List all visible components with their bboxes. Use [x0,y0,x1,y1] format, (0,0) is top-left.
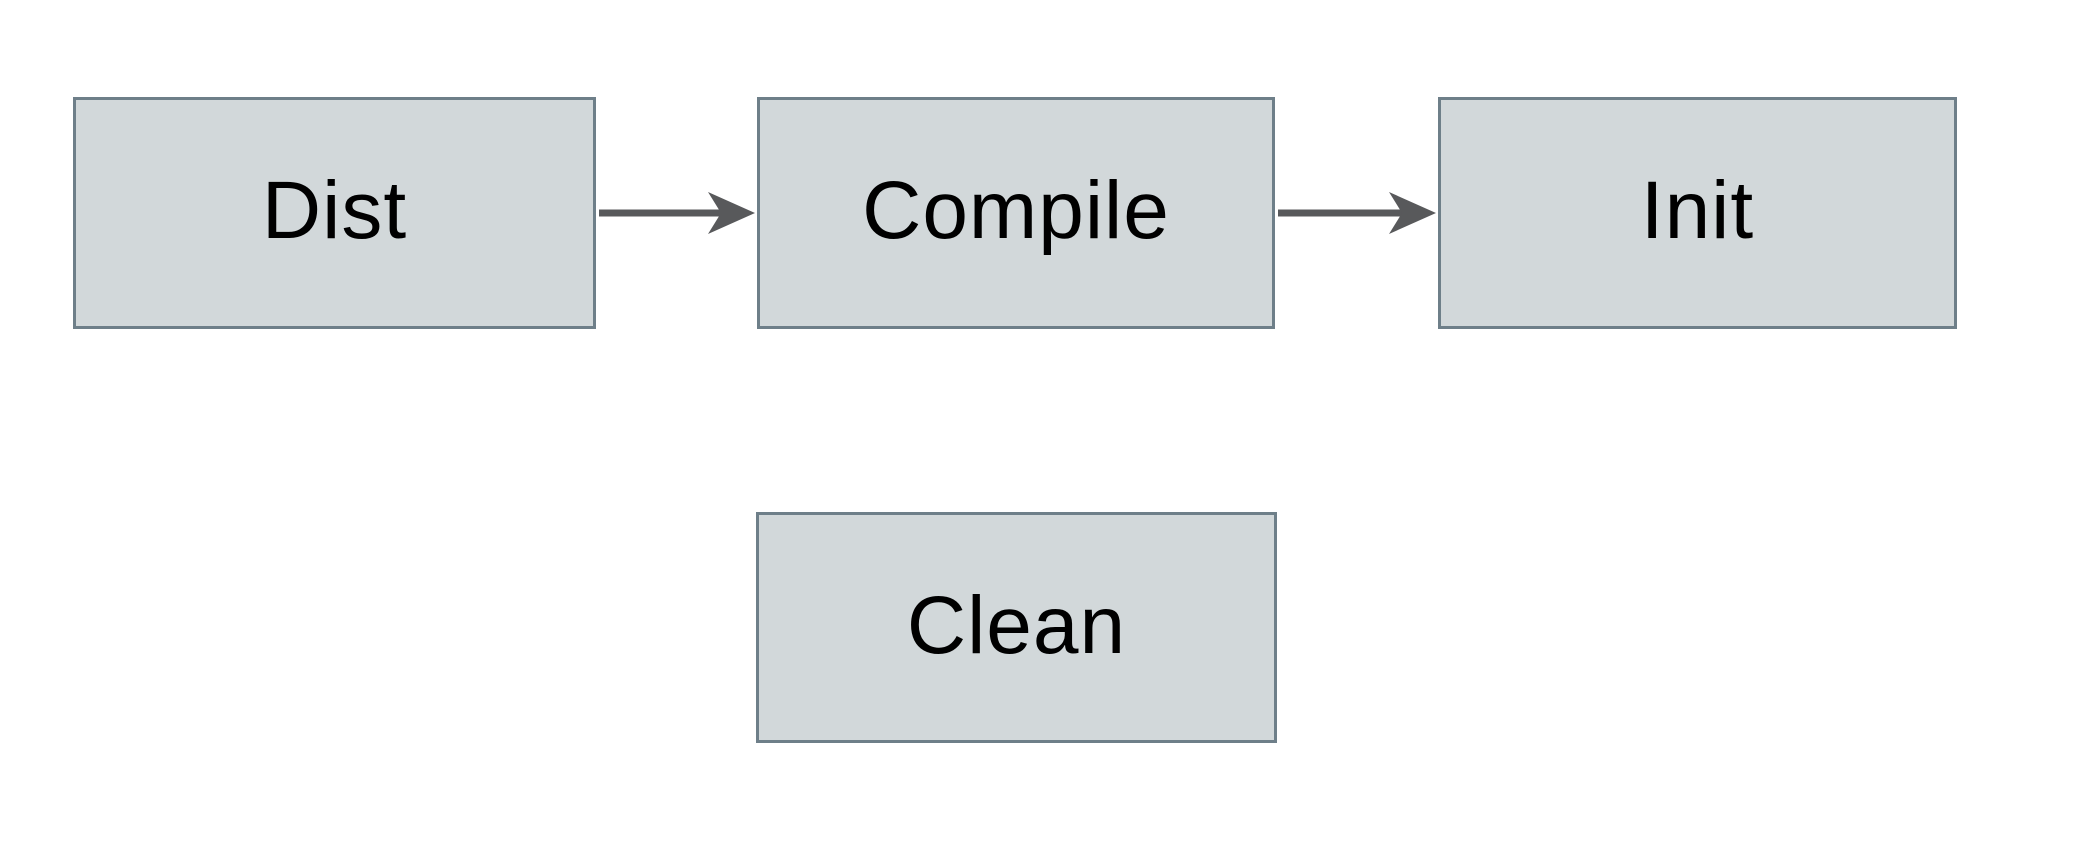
node-clean-label: Clean [906,579,1127,671]
arrow-compile-to-init [1278,192,1436,234]
node-compile[interactable]: Compile [757,97,1275,329]
arrow-head-icon [1389,192,1436,234]
arrow-head-icon [708,192,755,234]
node-compile-label: Compile [862,165,1170,256]
node-dist-label: Dist [261,165,408,256]
node-clean[interactable]: Clean [756,512,1277,743]
arrow-dist-to-compile [599,192,755,234]
node-init[interactable]: Init [1438,97,1957,329]
node-dist[interactable]: Dist [73,97,596,329]
node-init-label: Init [1640,165,1755,256]
